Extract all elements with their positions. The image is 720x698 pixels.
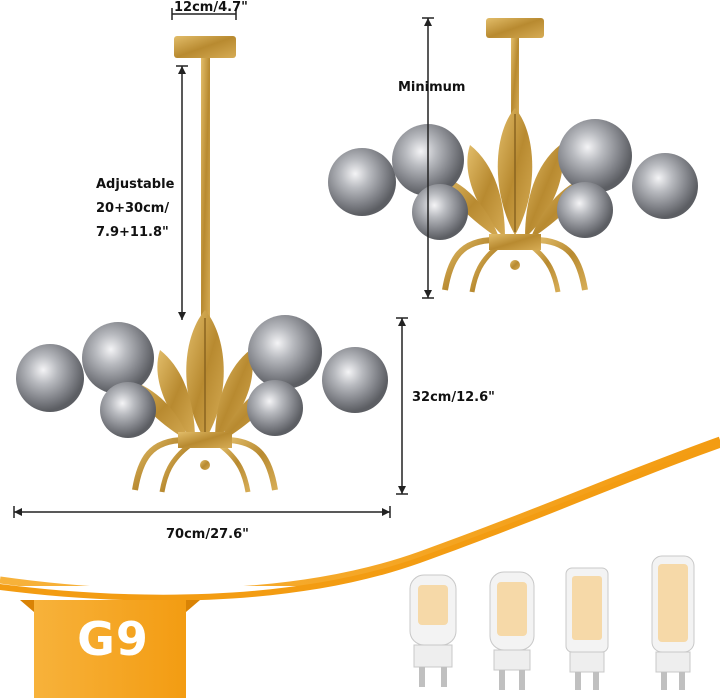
adjustable-metric: 20+30cm/ (96, 201, 170, 216)
canopy-width-label: 12cm/4.7" (174, 0, 248, 15)
height-label: 32cm/12.6" (412, 390, 495, 405)
bulb-4 (651, 555, 695, 690)
adjustable-imperial: 7.9+11.8" (96, 225, 169, 240)
width-label: 70cm/27.6" (166, 527, 249, 542)
g9-badge (20, 600, 200, 698)
bulb-1 (409, 574, 457, 687)
chandelier-minimum (328, 18, 698, 293)
g9-badge-text: G9 (77, 612, 149, 666)
adjustable-title: Adjustable (96, 177, 175, 192)
bulb-2 (489, 571, 535, 690)
bulb-3 (565, 567, 609, 690)
chandelier-extended (16, 36, 388, 493)
dimension-lines (13, 8, 434, 518)
minimum-label: Minimum (398, 80, 466, 95)
